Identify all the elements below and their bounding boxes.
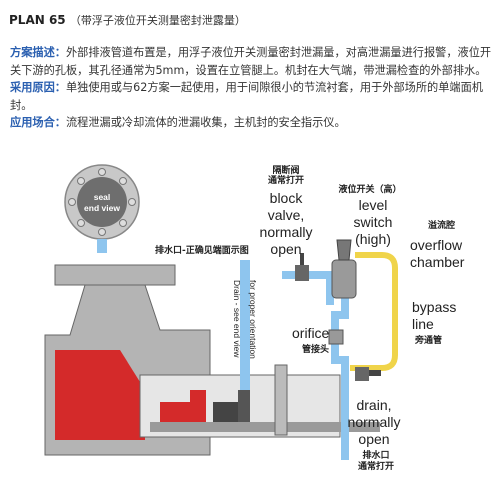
bolt-hole-icon — [68, 198, 76, 206]
drain-orientation-cn: 排水口-正确见端面示图 — [155, 244, 249, 256]
seal-view-label: seal — [94, 192, 111, 202]
end-view-drain-pipe — [97, 239, 107, 253]
pump-shaft — [150, 422, 380, 432]
bolt-hole-icon — [77, 177, 85, 185]
drain-cn-2: 通常打开 — [358, 460, 394, 472]
end-view-label: end view — [84, 203, 120, 213]
drain-en-1: drain, — [356, 397, 391, 413]
gland-plate — [238, 390, 250, 422]
application-text: 流程泄漏或冷却流体的泄漏收集，主机封的安全指示仪。 — [65, 116, 346, 129]
plan-number: PLAN 65 — [9, 13, 66, 27]
seal-face-stationary — [190, 390, 206, 422]
bypass-line-pipe — [350, 252, 398, 371]
gland-drain-pipe — [240, 260, 250, 390]
level-switch-en-1: level — [359, 197, 388, 213]
seal-end-view: seal end view — [64, 164, 140, 253]
bypass-line-cn: 旁通管 — [414, 334, 442, 346]
bolt-hole-icon — [119, 219, 127, 227]
level-switch-en-2: switch — [354, 214, 393, 230]
drain-cn-1: 排水口 — [362, 449, 389, 461]
bypass-line-en-2: line — [412, 316, 434, 332]
level-switch-en-3: (high) — [355, 231, 391, 247]
block-valve-cn-1: 隔断阀 — [272, 164, 299, 176]
casing-top-flange — [54, 264, 176, 286]
application-label: 应用场合： — [10, 116, 66, 129]
overflow-chamber-cn: 溢流腔 — [428, 219, 455, 231]
description-block: 方案描述：外部排液管道布置是，用浮子液位开关测量密封泄漏量，对高泄漏量进行报警，… — [10, 44, 494, 132]
block-valve-stem — [300, 253, 304, 265]
block-valve-icon — [295, 265, 309, 281]
bearing-bracket — [274, 364, 288, 436]
bolt-hole-icon — [98, 168, 106, 176]
overflow-chamber-en-2: chamber — [410, 254, 465, 270]
reason-text: 单独使用或与62方案一起使用，用于间隙很小的节流衬套，用于外部场所的单端面机封。 — [10, 81, 483, 112]
orifice-icon — [328, 329, 344, 345]
orifice-cn: 管接头 — [302, 343, 329, 355]
plan-subtitle: （带浮子液位开关测量密封泄露量） — [69, 14, 246, 27]
bolt-hole-icon — [98, 228, 106, 236]
description-paragraph: 方案描述：外部排液管道布置是，用浮子液位开关测量密封泄漏量，对高泄漏量进行报警，… — [10, 44, 494, 79]
orifice-en: orifice — [292, 325, 330, 341]
seal-face-rotating — [160, 402, 190, 422]
block-valve-en-1: block — [270, 190, 304, 206]
block-valve-en-4: open — [270, 241, 301, 257]
drain-en-3: open — [358, 431, 389, 447]
drain-valve-icon — [355, 367, 369, 381]
overflow-chamber-body — [331, 259, 357, 299]
bolt-hole-icon — [77, 219, 85, 227]
drain-en-2: normally — [348, 414, 401, 430]
overflow-chamber-en-1: overflow — [410, 237, 463, 253]
block-valve-en-3: normally — [260, 224, 313, 240]
bolt-hole-icon — [119, 177, 127, 185]
drain-orientation-en-1: Drain - see end view — [232, 280, 242, 358]
bolt-hole-icon — [128, 198, 136, 206]
scheme-label: 方案描述： — [10, 46, 66, 59]
seal-spring — [213, 402, 238, 422]
scheme-text: 外部排液管道布置是，用浮子液位开关测量密封泄漏量，对高泄漏量进行报警，液位开关下… — [10, 46, 492, 77]
drain-orientation-en-2: for proper orientation — [248, 280, 258, 359]
plan65-diagram: seal end view 排水口-正确见端面示图 Drain - see en… — [44, 164, 465, 472]
block-valve-en-2: valve, — [268, 207, 305, 223]
reason-label: 采用原因： — [10, 81, 66, 94]
reason-paragraph: 采用原因：单独使用或与62方案一起使用，用于间隙很小的节流衬套，用于外部场所的单… — [10, 79, 494, 114]
impeller-shape — [55, 350, 145, 440]
bypass-line-en-1: bypass — [412, 299, 456, 315]
drain-valve-handle — [369, 370, 381, 376]
level-switch-icon — [336, 239, 352, 261]
level-switch-cn: 液位开关（高） — [338, 183, 401, 195]
end-view-hub — [77, 177, 127, 227]
page-title: PLAN 65 （带浮子液位开关测量密封泄露量） — [9, 12, 246, 28]
application-paragraph: 应用场合：流程泄漏或冷却流体的泄漏收集，主机封的安全指示仪。 — [10, 114, 494, 132]
block-valve-cn-2: 通常打开 — [268, 174, 304, 186]
